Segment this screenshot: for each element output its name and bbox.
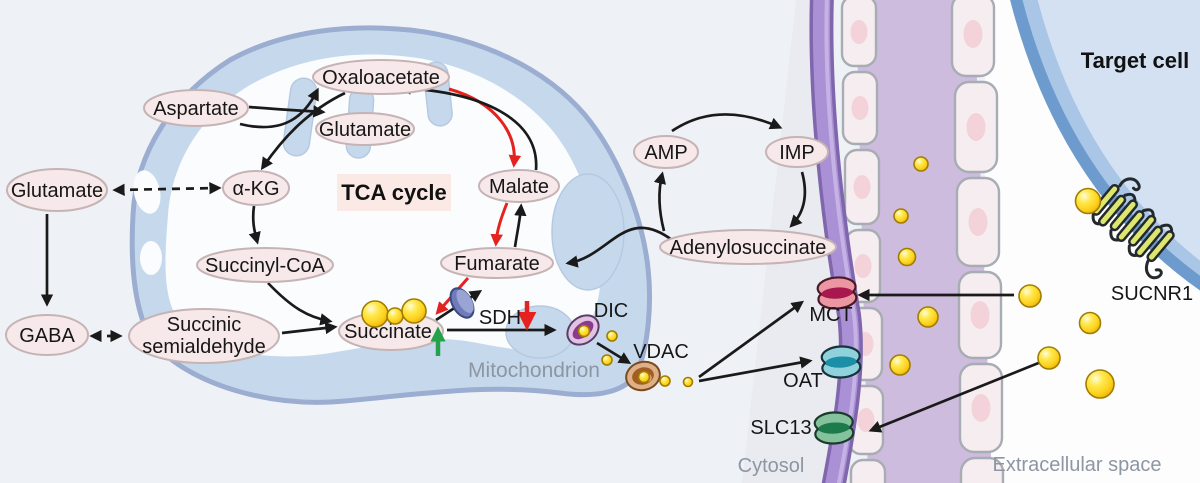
succinate-ball — [577, 324, 591, 338]
metabolites: Glutamate GABA Succinic semialdehyde Asp… — [5, 59, 837, 364]
target-cell-inner-band — [1016, 0, 1200, 286]
target-cell-label: Target cell — [1081, 48, 1189, 73]
arrow-red-malate-to-fumarate — [490, 202, 509, 247]
akg-label: α-KG — [232, 178, 279, 200]
tca-title: TCA cycle — [341, 180, 447, 205]
gaba-oval — [5, 314, 89, 356]
succinate-ball — [601, 354, 613, 366]
succinate-ball — [917, 306, 939, 328]
tca-title-box — [337, 174, 451, 211]
arrow-aspartate-to-oxaloacetate — [239, 87, 319, 129]
arrow-imp-to-adenylosuccinate — [789, 171, 807, 228]
succinate-label: Succinate — [344, 321, 432, 343]
vdac-label: VDAC — [633, 341, 689, 363]
amp-label: AMP — [644, 142, 687, 164]
malate-label: Malate — [489, 176, 549, 198]
malate-oval — [478, 169, 560, 203]
succinic-semialdehyde-oval — [128, 308, 280, 364]
succinate-ball — [659, 375, 671, 387]
arrow-succinylcoa-to-succinate — [267, 282, 333, 326]
imp-label: IMP — [779, 142, 815, 164]
arrow-amp-to-imp — [671, 113, 783, 133]
akg-oval — [222, 170, 290, 206]
amp-oval — [633, 135, 699, 169]
succinate-ball — [637, 370, 651, 384]
mct-label: MCT — [809, 304, 852, 326]
aspartate-oval — [143, 89, 249, 127]
crista-pocket — [140, 241, 162, 275]
arrow-malate-to-oxaloacetate — [398, 82, 538, 171]
arrow-adenylosuccinate-to-amp — [653, 171, 667, 232]
adenylosuccinate-oval — [659, 229, 837, 265]
arrow-red-oxaloacetate-to-malate — [448, 87, 522, 168]
arrow-akg-to-succinylcoa — [248, 205, 261, 245]
dic-label: DIC — [594, 300, 628, 322]
succinate-ball — [897, 247, 917, 267]
succinate-ball — [401, 298, 427, 324]
arrow-cytosol-to-mct — [698, 300, 805, 379]
arrow-adenylosuccinate-to-fumarate — [565, 226, 673, 268]
succinic-semialdehyde-label-2: semialdehyde — [142, 336, 265, 358]
glutamate-inner-oval — [315, 112, 415, 146]
fumarate-oval — [440, 247, 554, 279]
succinate-ball-bound — [1074, 187, 1102, 215]
glutamate-inner-label: Glutamate — [319, 119, 411, 141]
succinyl-coa-label: Succinyl-CoA — [205, 255, 326, 277]
oxaloacetate-oval — [312, 59, 450, 95]
arrow-fumarate-to-malate — [513, 203, 527, 248]
target-cell-membrane — [1010, 0, 1200, 291]
fumarate-label: Fumarate — [454, 253, 540, 275]
succinate-ball — [889, 354, 911, 376]
succinate-ball — [361, 300, 389, 328]
arrow-dic-to-vdac — [596, 341, 632, 364]
target-cell-body — [1027, 0, 1200, 274]
target-cell — [1010, 0, 1200, 291]
sdh-label: SDH — [479, 307, 521, 329]
adenylosuccinate-label: Adenylosuccinate — [670, 237, 827, 259]
succinate-ball — [386, 307, 404, 325]
crista — [551, 173, 625, 291]
succinate-ball — [606, 330, 618, 342]
gaba-label: GABA — [19, 325, 75, 347]
slc13-label: SLC13 — [750, 417, 811, 439]
cytosol-label: Cytosol — [738, 455, 805, 477]
succinic-semialdehyde-label-1: Succinic — [167, 314, 241, 336]
arrow-extracellular-to-slc13 — [868, 360, 1042, 433]
succinate-ball — [1018, 284, 1042, 308]
succinate-ball — [1085, 369, 1115, 399]
arrows — [40, 82, 1042, 433]
arrow-glutamate-akg-exchange — [112, 181, 222, 197]
succinyl-coa-oval — [196, 247, 334, 283]
aspartate-label: Aspartate — [153, 98, 239, 120]
imp-oval — [765, 136, 829, 168]
cell-layer-outer — [950, 0, 1005, 483]
arrow-oxaloacetate-to-akg — [260, 91, 346, 171]
sucnr1-label: SUCNR1 — [1111, 283, 1193, 305]
glutamate-left-oval — [6, 168, 108, 212]
succinate-ball — [682, 376, 694, 388]
arrow-cytosol-to-oat — [698, 356, 813, 383]
oxaloacetate-label: Oxaloacetate — [322, 67, 440, 89]
succinate-ball — [1078, 311, 1102, 335]
sdh-enzyme — [449, 287, 475, 319]
sucnr1-receptor — [1082, 177, 1175, 280]
oat-transporter — [820, 345, 862, 379]
mitochondrion-label: Mitochondrion — [468, 359, 600, 382]
extracellular-label: Extracellular space — [993, 454, 1162, 476]
mct-transporter — [816, 276, 858, 310]
oat-label: OAT — [783, 370, 823, 392]
succinate-ball — [893, 208, 909, 224]
succinate-ball — [913, 156, 929, 172]
succinate-ball — [1037, 346, 1061, 370]
glutamate-left-label: Glutamate — [11, 180, 103, 202]
slc13-transporter — [813, 411, 855, 445]
arrow-ssa-to-succinate — [281, 321, 338, 335]
arrow-aspartate-to-glutamate — [248, 105, 326, 118]
succinate-molecules — [361, 156, 1115, 399]
cell-layer-inner — [840, 0, 887, 483]
